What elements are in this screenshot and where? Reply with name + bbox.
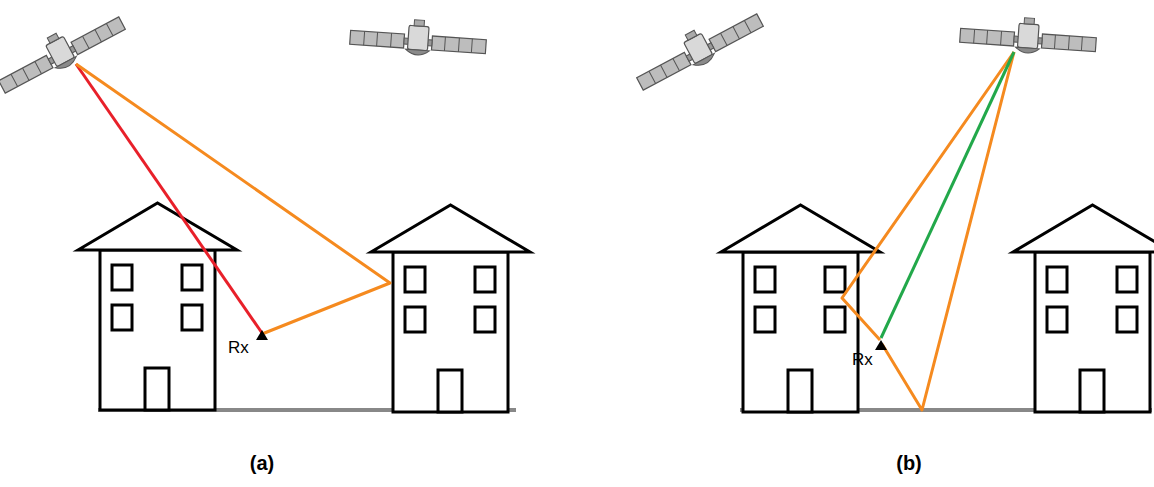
house (721, 205, 880, 412)
satellite (349, 15, 487, 59)
panel-label: (a) (250, 452, 274, 475)
reflected-signal (76, 64, 390, 334)
satellite (959, 13, 1097, 57)
house (78, 203, 237, 410)
wall-reflected-signal (842, 52, 1014, 340)
receiver-antenna (875, 340, 887, 350)
satellite (630, 1, 767, 96)
panel-label: (b) (896, 452, 922, 475)
house (1013, 205, 1154, 412)
direct-signal-blocked (76, 64, 262, 333)
ground-reflected-signal (882, 52, 1014, 410)
satellite (0, 4, 128, 99)
direct-signal (881, 52, 1014, 338)
house (371, 205, 530, 412)
receiver-label: Rx (228, 338, 249, 358)
receiver-label: Rx (852, 350, 873, 370)
receiver-antenna (256, 330, 268, 340)
